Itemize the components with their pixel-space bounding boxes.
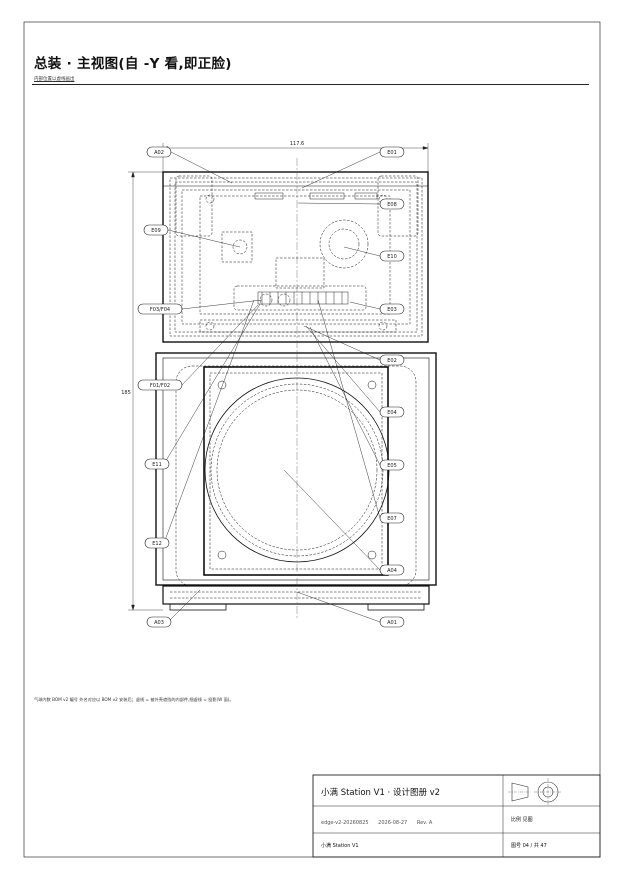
right-top-bracket (377, 175, 419, 237)
chip-block (275, 257, 325, 289)
callout-f01-f02: F01/F02 (137, 379, 183, 391)
left-top-bracket (175, 175, 213, 237)
svg-text:A01: A01 (387, 620, 397, 626)
callout-a01: A01 (379, 616, 405, 628)
connector-block (233, 285, 367, 311)
rear-component-hole (232, 239, 248, 255)
dimension-height (128, 171, 163, 611)
svg-text:E07: E07 (387, 516, 397, 522)
title-block-meta: edge-v2-20260825 2026-08-27 Rev. A (321, 820, 440, 826)
rear-component (221, 231, 253, 263)
title-block-drawing-title: 小满 Station V1 · 设计图册 v2 (321, 788, 441, 798)
callout-e03: E03 (379, 303, 405, 315)
title-block-project: 小满 Station V1 (321, 843, 359, 849)
main-board (199, 195, 391, 315)
callout-a03: A03 (146, 616, 172, 628)
speaker-frame (203, 366, 389, 576)
svg-text:E05: E05 (387, 463, 397, 469)
base (162, 585, 430, 605)
callout-e08: E08 (379, 198, 405, 210)
upper-housing (162, 171, 429, 343)
upper-inner-frame (169, 177, 423, 337)
svg-text:E02: E02 (387, 358, 397, 364)
doc-id: edge-v2-20260825 (321, 820, 369, 826)
callout-e05: E05 (379, 459, 405, 471)
svg-text:E04: E04 (387, 410, 397, 416)
title-block-scale: 比例 见图 (511, 817, 533, 823)
svg-text:F01/F02: F01/F02 (150, 383, 170, 389)
bottom-rail (199, 319, 397, 333)
sheet-subtitle: 内部位置以虚线画出 (34, 77, 75, 82)
callout-a02: A02 (146, 146, 172, 158)
projection-symbol (508, 778, 562, 806)
svg-text:E10: E10 (387, 254, 397, 260)
header-rule (32, 84, 589, 85)
svg-text:A03: A03 (154, 620, 164, 626)
callouts: A02 E01 E08 E09 E10 F03/F04 E03 E02 F01/… (137, 146, 405, 628)
callout-a04: A04 (379, 564, 405, 576)
dimension-width-label: 117.6 (290, 141, 304, 147)
doc-revision: Rev. A (416, 820, 433, 826)
inner-shell (175, 365, 417, 587)
dimension-height-label: 185 (121, 390, 131, 396)
callout-e01: E01 (379, 146, 405, 158)
speaker-ring (319, 219, 369, 269)
doc-date: 2026-08-27 (378, 820, 408, 826)
svg-text:E11: E11 (152, 462, 162, 468)
svg-text:E03: E03 (387, 307, 397, 313)
callout-f03-f04: F03/F04 (137, 303, 183, 315)
svg-text:E09: E09 (151, 228, 161, 234)
callout-e10: E10 (379, 250, 405, 262)
svg-text:A02: A02 (154, 150, 164, 156)
svg-text:E08: E08 (387, 202, 397, 208)
svg-text:E12: E12 (152, 541, 162, 547)
callout-e04: E04 (379, 406, 405, 418)
callout-e09: E09 (143, 224, 169, 236)
callout-e12: E12 (144, 537, 170, 549)
callout-e11: E11 (144, 458, 170, 470)
title-block (312, 774, 601, 858)
callout-e07: E07 (379, 512, 405, 524)
svg-text:E01: E01 (387, 150, 397, 156)
drawing-note: 气球内数 BOM v2 编号 外名对应以 BOM v2 安装后；虚线 = 被外壳… (34, 697, 234, 702)
callout-e02: E02 (379, 354, 405, 366)
sheet-border (23, 21, 601, 858)
sheet-title: 总装 · 主视图(自 -Y 看,即正脸) (34, 56, 232, 72)
leader-lines (163, 151, 381, 623)
svg-text:A04: A04 (387, 568, 397, 574)
svg-text:F03/F04: F03/F04 (150, 307, 170, 313)
title-block-sheet-no: 图号 04 / 共 47 (511, 843, 547, 849)
